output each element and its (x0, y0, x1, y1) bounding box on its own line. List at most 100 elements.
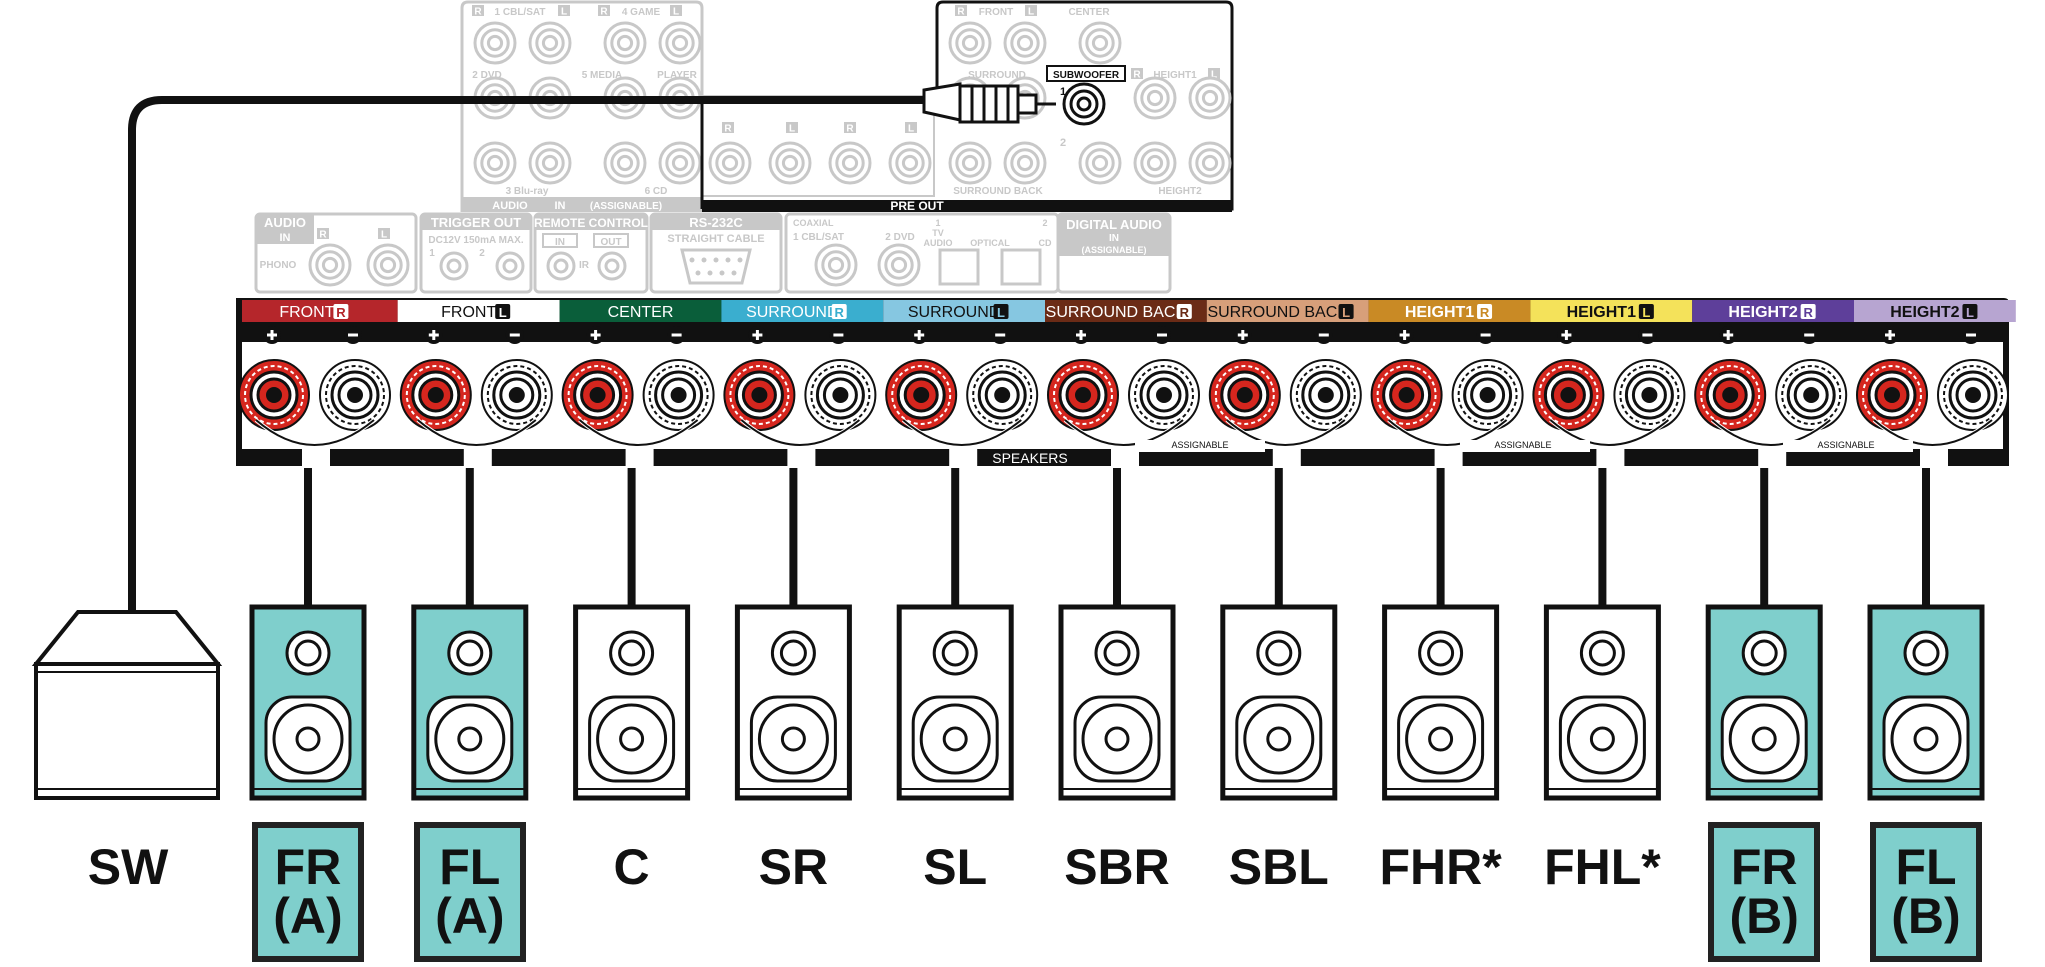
panel-label: (ASSIGNABLE) (1082, 245, 1147, 255)
speaker-sbl (1220, 604, 1338, 801)
speaker-c (573, 604, 691, 801)
panel-label: 2 (1060, 137, 1066, 149)
assignable-label: ASSIGNABLE (1171, 440, 1228, 450)
channel-side-badge (1477, 304, 1493, 319)
channel-name: HEIGHT1 (1405, 304, 1474, 321)
panel-label: OPTICAL (970, 238, 1010, 248)
rca-jack (888, 141, 932, 185)
panel-label: FRONT (979, 7, 1013, 18)
rs232c-connector (680, 248, 752, 285)
negative-binding-post (1613, 359, 1686, 431)
channel-badge: L (905, 122, 917, 135)
speaker-label: SBR (1064, 839, 1170, 895)
rca-jack (528, 21, 572, 65)
speaker-label: SL (923, 839, 988, 895)
channel-side: R (1180, 305, 1190, 320)
speaker-fl-a (411, 604, 529, 801)
inputs-footer (462, 197, 702, 212)
channel-name: HEIGHT1 (1567, 304, 1636, 321)
optical-port (938, 248, 980, 286)
assignable-label: ASSIGNABLE (1817, 440, 1874, 450)
speaker-cable (789, 440, 798, 610)
panel-label: IN (1109, 233, 1119, 244)
channel-badge: R (598, 5, 610, 18)
panel-label: IN (555, 237, 565, 248)
channel-side: L (1642, 305, 1650, 320)
panel-label: R (724, 124, 732, 135)
panel-label: 4 GAME (622, 7, 661, 18)
negative-binding-post (1937, 359, 2009, 431)
panel-label: IR (579, 260, 590, 271)
panel-label: R (319, 230, 327, 241)
panel-label: L (381, 230, 387, 241)
speaker-sublabel: (B) (1729, 888, 1799, 944)
positive-binding-post (561, 359, 634, 431)
panel-label: 2 DVD (885, 232, 914, 243)
speaker-label: FHR* (1379, 839, 1502, 895)
panel-label: COAXIAL (793, 218, 834, 228)
subwoofer-jack (1062, 82, 1106, 126)
channel-badge: R (472, 5, 484, 18)
subwoofer-label: SW (87, 839, 169, 895)
channel-side: L (1966, 305, 1974, 320)
channel-header (242, 300, 398, 322)
channel-badge: L (1025, 5, 1037, 18)
channel-side: R (835, 305, 845, 320)
channel-header (559, 300, 722, 322)
speaker-fhr (1382, 604, 1500, 801)
speaker-cable (1922, 440, 1930, 610)
channel-side-badge (1176, 304, 1192, 319)
positive-binding-post (885, 359, 958, 431)
panel-label: 1 CBL/SAT (793, 232, 844, 243)
channel-badge: R (1131, 68, 1143, 81)
speaker-sublabel: (B) (1891, 888, 1961, 944)
speaker-label-box: FL(A) (413, 822, 526, 962)
speaker-label: SR (758, 839, 829, 895)
speaker-label: FL (439, 839, 501, 895)
channel-badge: L (670, 5, 682, 18)
rca-jack (1133, 76, 1177, 120)
rca-jack (1188, 76, 1232, 120)
speaker-cable (1760, 440, 1769, 610)
rca-jack (603, 141, 647, 185)
rca-jack (366, 243, 410, 287)
channel-header (1206, 300, 1369, 322)
speaker-cable (1274, 440, 1283, 610)
panel-label: 1 (429, 248, 435, 259)
subwoofer-unit (31, 610, 223, 800)
speaker-sublabel: (A) (435, 888, 505, 944)
panel-label: 2 (479, 248, 485, 259)
panel-label: 1 (935, 218, 940, 228)
preout-title: PRE OUT (890, 199, 944, 213)
panel-label: R (1133, 70, 1141, 81)
channel-badge: L (558, 5, 570, 18)
positive-binding-post (1856, 359, 1928, 431)
panel-label: PLAYER (657, 70, 697, 81)
panel-label: 5 MEDIA (582, 70, 623, 81)
positive-binding-post (399, 359, 472, 431)
panel-label: L (673, 7, 679, 18)
channel-name: SURROUND (746, 304, 838, 321)
rca-jack (473, 141, 517, 185)
speaker-cable (304, 440, 312, 610)
channel-side-badge (1638, 304, 1654, 319)
rca-jack (473, 21, 517, 65)
rca-jack (658, 141, 702, 185)
audio-inputs-panel (460, 0, 704, 212)
panel-label: SURROUND BACK (953, 186, 1043, 197)
panel-label: L (789, 124, 795, 135)
panel-label: L (561, 7, 567, 18)
channel-badge: L (1208, 68, 1220, 81)
rca-jack (768, 141, 812, 185)
channel-name: FRONT (441, 304, 496, 321)
rca-jack (1003, 21, 1047, 65)
channel-side-badge (1338, 304, 1354, 319)
channel-name: FRONT (279, 304, 334, 321)
channel-side-badge (993, 304, 1009, 319)
channel-name: SURROUND BACK (1207, 304, 1348, 321)
